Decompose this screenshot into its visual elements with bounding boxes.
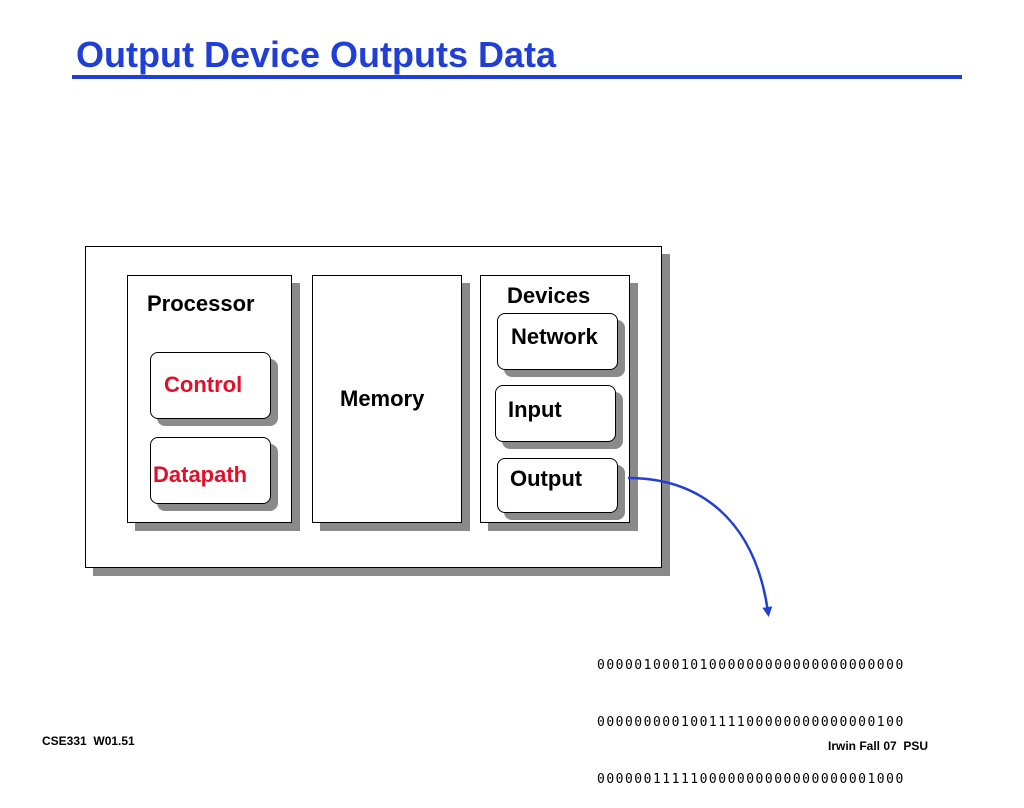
input-box: [495, 385, 616, 442]
output-data: 000001000101000000000000000000000 000000…: [597, 618, 905, 808]
footer-right: Irwin Fall 07 PSU: [828, 739, 929, 753]
output-label: Output: [510, 466, 583, 491]
network-label: Network: [511, 324, 598, 349]
output-data-line: 000000000100111100000000000000100: [597, 715, 905, 730]
title-underline: [72, 75, 962, 79]
datapath-box: [150, 437, 271, 504]
output-arrow: [627, 476, 773, 617]
memory-box: [312, 275, 462, 523]
datapath-label: Datapath: [153, 462, 248, 487]
slide-title: Output Device Outputs Data: [76, 34, 557, 75]
footer-left: CSE331 W01.51: [42, 734, 135, 748]
control-label: Control: [164, 372, 243, 397]
output-data-line: 000001000101000000000000000000000: [597, 658, 905, 673]
control-box: [150, 352, 271, 419]
network-box: [497, 313, 618, 370]
input-label: Input: [508, 397, 562, 422]
output-box: [497, 458, 618, 513]
devices-label: Devices: [507, 283, 591, 308]
output-data-line: 000000111110000000000000000001000: [597, 772, 905, 787]
processor-label: Processor: [147, 291, 255, 316]
memory-label: Memory: [340, 386, 425, 411]
